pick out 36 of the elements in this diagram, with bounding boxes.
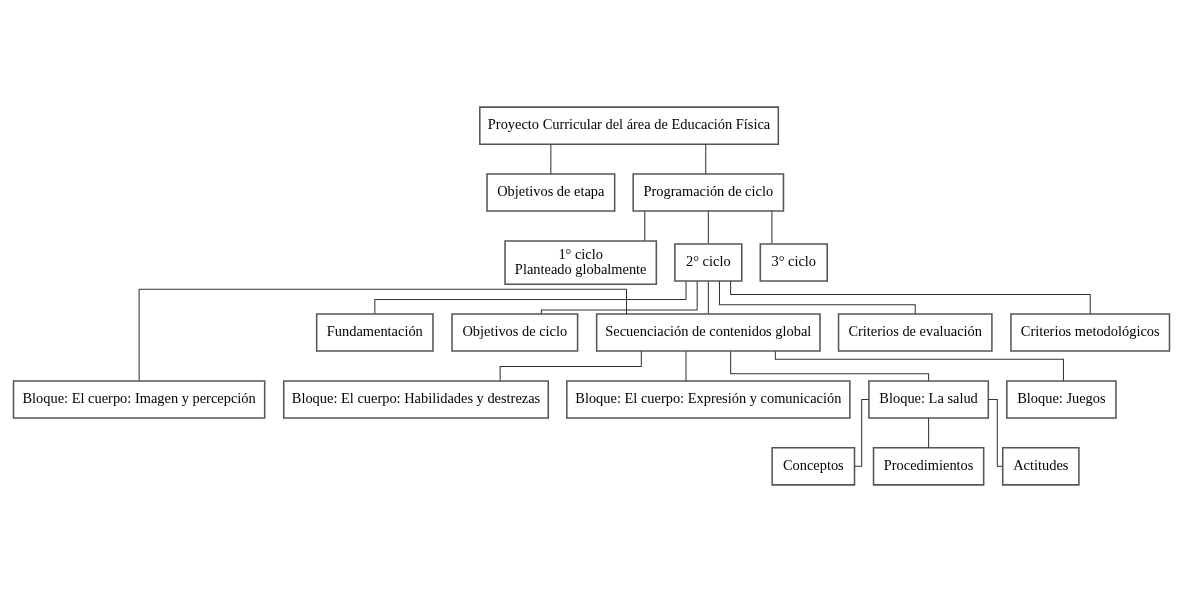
node-box: Procedimientos [872, 446, 985, 486]
node-box: Conceptos [771, 446, 856, 486]
connector [771, 210, 773, 244]
connector [707, 210, 709, 244]
node-box: Objetivos de ciclo [451, 312, 579, 352]
node-box: Bloque: El cuerpo: Habilidades y destrezas [282, 379, 550, 419]
connector [928, 417, 930, 448]
node-box: Secuenciación de contenidos global [595, 312, 821, 352]
connector [374, 280, 687, 314]
connector [138, 288, 627, 381]
node-box: Objetivos de etapa [486, 172, 616, 212]
connector [730, 280, 1091, 314]
node-box: Fundamentación [315, 312, 434, 352]
node-box: Bloque: La salud [868, 379, 990, 419]
node-box: Programación de ciclo [632, 172, 785, 212]
connector [987, 398, 1004, 467]
connector [730, 350, 930, 381]
connector [774, 350, 1064, 381]
connector [644, 210, 646, 241]
connector [854, 398, 870, 467]
connector [540, 280, 698, 314]
connector [550, 143, 552, 175]
node-box: 2° ciclo [674, 242, 743, 282]
node-box: Bloque: El cuerpo: Expresión y comunicación [566, 379, 851, 419]
node-box: Criterios metodológicos [1010, 312, 1171, 352]
node-box: Actitudes [1001, 446, 1080, 486]
connector [718, 280, 916, 314]
connector [707, 280, 709, 314]
node-box: Criterios de evaluación [837, 312, 993, 352]
node-box: Bloque: Juegos [1006, 379, 1117, 419]
node-box: 3° ciclo [759, 242, 828, 282]
node-box: Bloque: El cuerpo: Imagen y percepción [12, 379, 266, 419]
connector [685, 350, 687, 381]
node-box: Proyecto Curricular del área de Educación Física [479, 105, 780, 145]
connector [705, 143, 707, 175]
node-box: 1° ciclo Planteado globalmente [504, 239, 658, 285]
